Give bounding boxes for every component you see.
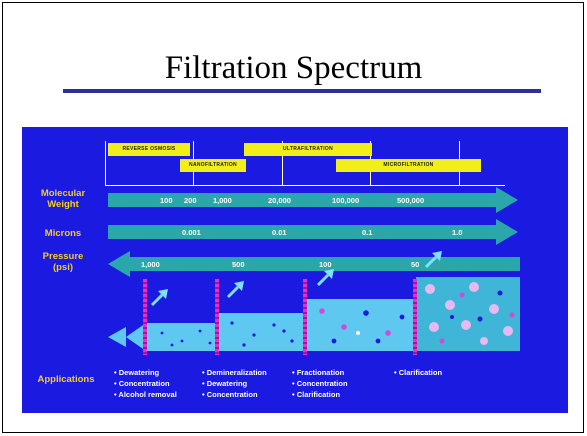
- permeate-arrowheads: [158, 251, 442, 299]
- application-item: • Concentration: [202, 390, 258, 399]
- application-item: • Dewatering: [202, 379, 248, 388]
- microns-value: 0.001: [182, 228, 201, 237]
- divider-line: [105, 185, 505, 186]
- row-label-pressure: Pressure (psi): [28, 251, 98, 273]
- mw-value: 100: [160, 196, 173, 205]
- permeate-arrows: [150, 255, 438, 307]
- process-ultrafiltration: ULTRAFILTRATION: [244, 143, 372, 156]
- process-microfiltration: MICROFILTRATION: [336, 159, 481, 172]
- row-label-applications: Applications: [37, 374, 95, 385]
- process-nanofiltration: NANOFILTRATION: [180, 159, 246, 172]
- membrane-mf: [413, 279, 417, 355]
- microns-arrow: [108, 225, 496, 239]
- applications-group-uf: • Fractionation • Concentration • Clarif…: [292, 367, 348, 400]
- spectrum-panel: REVERSE OSMOSIS NANOFILTRATION ULTRAFILT…: [22, 127, 568, 413]
- flow-segment-uf: [306, 299, 416, 351]
- microns-value: 0.1: [362, 228, 373, 237]
- divider-tick: [282, 141, 283, 185]
- flow-arrow-left: [108, 327, 126, 347]
- particles-large: [425, 282, 515, 345]
- flow-illustration: [108, 251, 520, 351]
- arrowhead-right: [496, 187, 518, 213]
- molecular-weight-arrow: [108, 193, 496, 207]
- mw-value: 200: [184, 196, 197, 205]
- application-item: • Clarification: [394, 368, 443, 377]
- pressure-value: 500: [232, 260, 245, 269]
- flow-stream: [126, 323, 146, 351]
- membrane-uf: [303, 279, 307, 355]
- pressure-arrow: [130, 257, 520, 271]
- row-label-microns: Microns: [44, 228, 82, 239]
- microns-value: 1.0: [452, 228, 463, 237]
- row-label-line: Molecular: [40, 188, 86, 199]
- particles-small: [160, 321, 294, 347]
- mw-value: 20,000: [268, 196, 291, 205]
- pressure-value: 1,000: [141, 260, 160, 269]
- application-item: • Concentration: [114, 379, 170, 388]
- row-label-molecular-weight: Molecular Weight: [28, 188, 98, 210]
- title-underline: [63, 89, 541, 93]
- mw-value: 500,000: [397, 196, 425, 205]
- arrowhead-right: [496, 219, 518, 245]
- divider-tick: [105, 141, 106, 185]
- mw-value: 100,000: [332, 196, 360, 205]
- pressure-value: 50: [411, 260, 420, 269]
- membrane-ro: [143, 279, 147, 355]
- applications-group-mf: • Clarification: [394, 367, 442, 378]
- application-item: • Clarification: [292, 390, 341, 399]
- application-item: • Demineralization: [202, 368, 267, 377]
- application-item: • Concentration: [292, 379, 348, 388]
- particles-medium: [319, 308, 405, 344]
- mw-value: 1,000: [213, 196, 232, 205]
- row-label-line: Pressure: [42, 251, 84, 262]
- application-item: • Fractionation: [292, 368, 345, 377]
- applications-group-ro: • Dewatering • Concentration • Alcohol r…: [114, 367, 177, 400]
- application-item: • Alcohol removal: [114, 390, 177, 399]
- row-label-line: (psi): [52, 262, 74, 273]
- membrane-nf: [215, 279, 219, 355]
- process-reverse-osmosis: REVERSE OSMOSIS: [108, 143, 190, 156]
- pressure-value: 100: [319, 260, 332, 269]
- slide-title: Filtration Spectrum: [164, 50, 423, 86]
- applications-group-nf: • Demineralization • Dewatering • Concen…: [202, 367, 267, 400]
- arrowhead-left: [108, 251, 130, 277]
- flow-segment-ro: [146, 323, 218, 351]
- microns-value: 0.01: [272, 228, 287, 237]
- application-item: • Dewatering: [114, 368, 160, 377]
- row-label-line: Weight: [47, 199, 79, 210]
- flow-segment-nf: [218, 313, 306, 351]
